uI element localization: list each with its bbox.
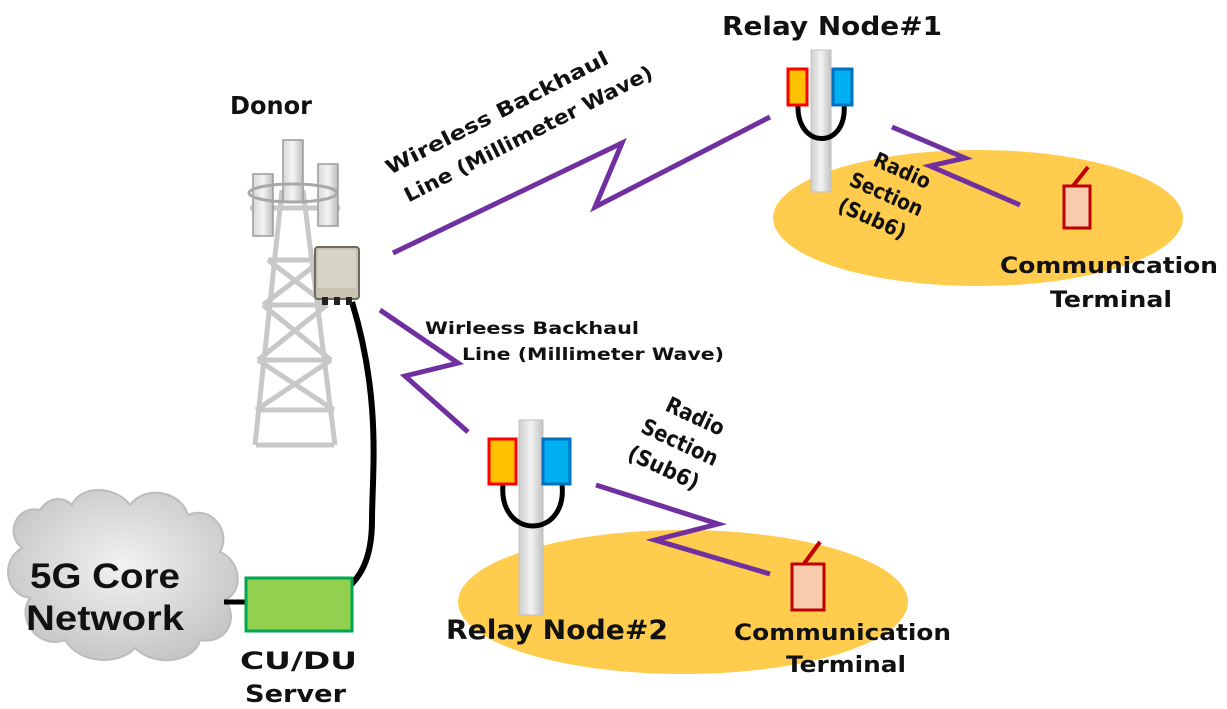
relay-node-1-icon bbox=[786, 49, 854, 193]
radio-link-1 bbox=[891, 124, 1021, 208]
radio-link-2 bbox=[595, 482, 771, 577]
terminal1-label-line1: Communication bbox=[1000, 254, 1218, 279]
donor-label: Donor bbox=[230, 91, 313, 120]
communication-terminal-1-icon bbox=[1062, 165, 1092, 230]
server-label-line2: Server bbox=[245, 680, 346, 708]
terminal2-label-line2: Terminal bbox=[786, 653, 906, 678]
relay1-label: Relay Node#1 bbox=[722, 12, 942, 42]
relay-node-2-icon bbox=[487, 419, 572, 616]
relay2-label: Relay Node#2 bbox=[446, 615, 668, 646]
donor-antenna-panels-icon bbox=[247, 139, 339, 237]
core-network-label-line2: Network bbox=[26, 599, 185, 638]
terminal2-label-line1: Communication bbox=[734, 621, 951, 646]
core-network-label-line1: 5G Core bbox=[30, 557, 180, 596]
backhaul-link-1 bbox=[391, 114, 772, 256]
server-label-line1: CU/DU bbox=[240, 647, 357, 675]
relay1-coverage-area bbox=[773, 150, 1183, 286]
cu-du-server-box bbox=[244, 576, 354, 633]
communication-terminal-2-icon bbox=[790, 540, 826, 612]
terminal1-label-line2: Terminal bbox=[1050, 288, 1172, 313]
donor-radio-unit-icon bbox=[314, 246, 360, 305]
cloud-icon bbox=[7, 489, 239, 662]
backhaul2-label-line1: Wirleess Backhaul bbox=[425, 319, 639, 339]
backhaul-link-2 bbox=[378, 307, 470, 434]
backhaul2-label-line2: Line (Millimeter Wave) bbox=[462, 345, 724, 365]
donor-to-server-cable bbox=[338, 301, 377, 597]
